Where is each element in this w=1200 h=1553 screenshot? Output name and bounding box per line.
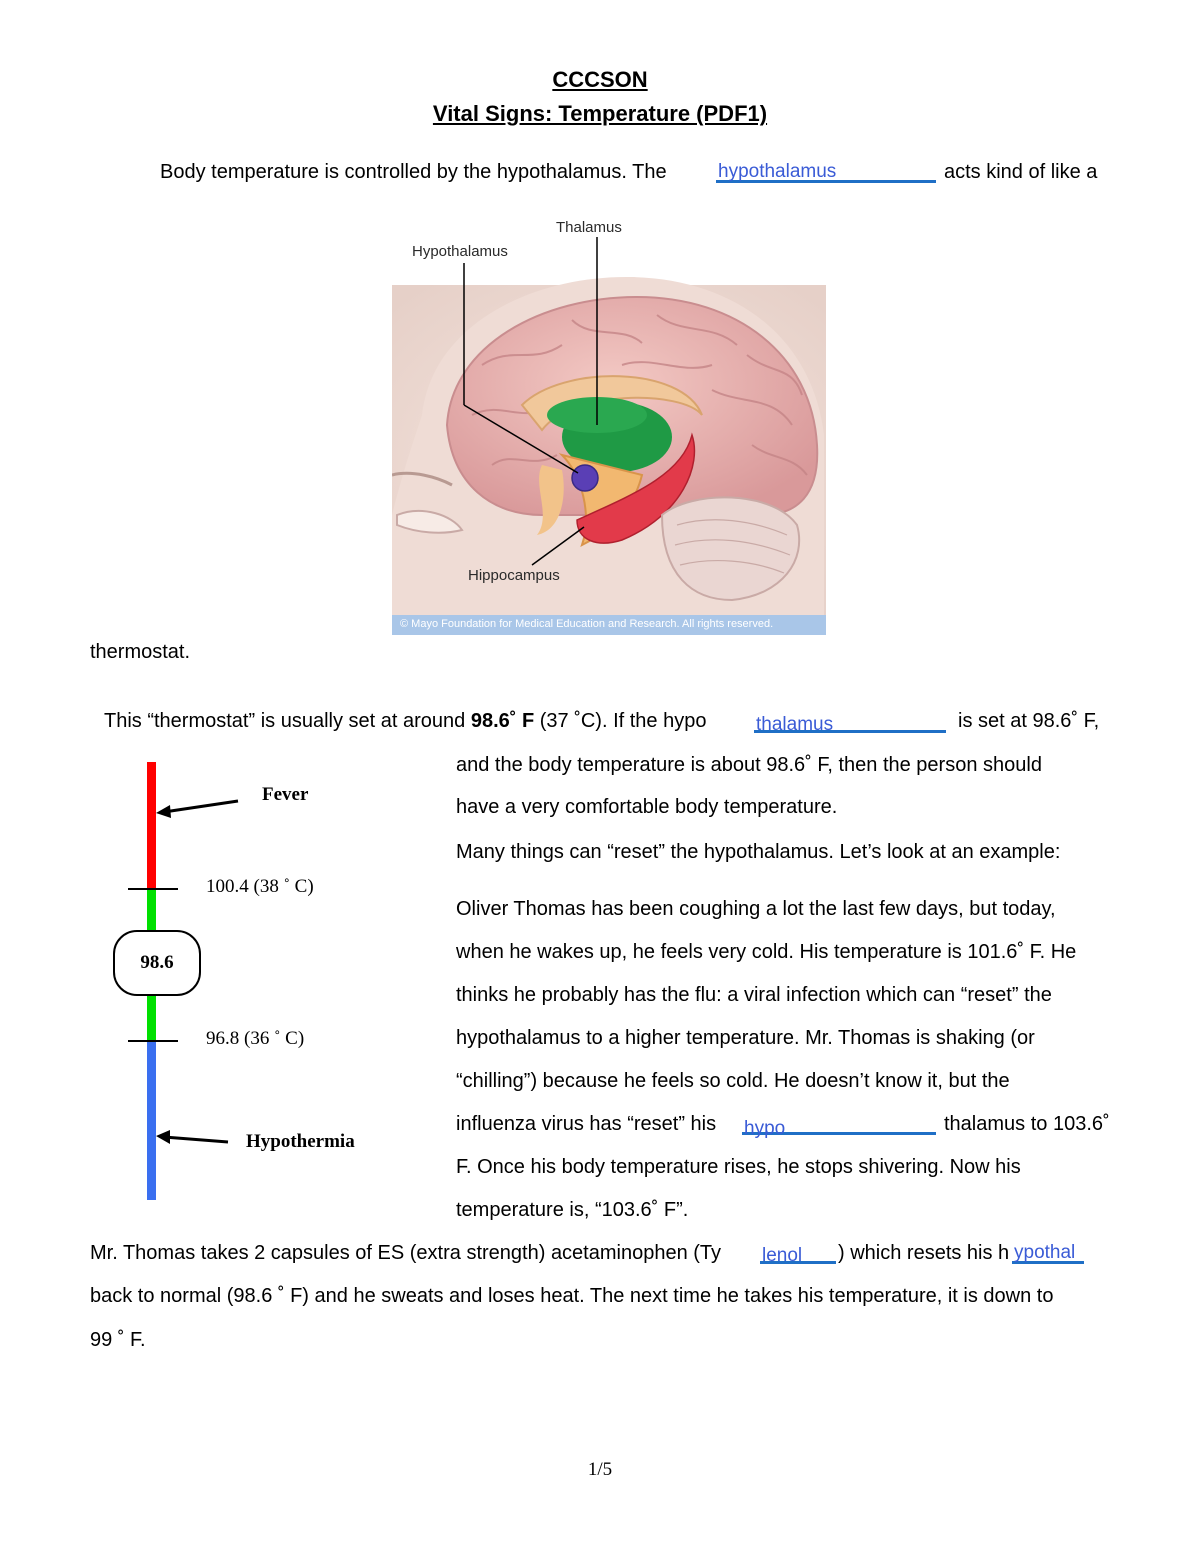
filled-answer: ypothal — [1014, 1242, 1076, 1263]
page-title: Vital Signs: Temperature (PDF1) — [432, 101, 768, 126]
para3-mid: ) which resets his h — [838, 1242, 1010, 1264]
lower-threshold-label: 96.8 (36 ˚ C) — [206, 1028, 305, 1049]
page-number: 1/5 — [587, 1459, 613, 1480]
right-line-6: thinks he probably has the flu: a viral … — [456, 984, 1052, 1006]
hypothermia-zone-bar — [147, 1040, 156, 1200]
para3-line3: 99 ˚ F. — [90, 1329, 146, 1351]
blank-hypothal[interactable]: ypothal — [1012, 1243, 1084, 1264]
filled-answer: hypothalamus — [718, 161, 837, 182]
upper-threshold-label: 100.4 (38 ˚ C) — [206, 876, 314, 897]
figure-credit: © Mayo Foundation for Medical Education … — [400, 618, 774, 630]
fever-label: Fever — [262, 784, 309, 805]
label-thalamus: Thalamus — [556, 219, 622, 236]
blank-hypo-1[interactable]: hypo — [742, 1114, 936, 1139]
label-hypothalamus: Hypothalamus — [412, 243, 508, 260]
tick-lower — [128, 1040, 178, 1042]
label-hippocampus: Hippocampus — [468, 567, 560, 584]
brain-figure: Thalamus Hypothalamus Hippocampus © Mayo… — [391, 215, 826, 635]
thermometer-diagram: Fever 100.4 (38 ˚ C) 98.6 96.8 (36 ˚ C) … — [0, 760, 440, 1200]
right-line-2: have a very comfortable body temperature… — [456, 796, 838, 818]
blank-hypothalamus-1[interactable]: hypothalamus — [716, 160, 936, 183]
right-line-5: when he wakes up, he feels very cold. Hi… — [456, 941, 1077, 963]
para2-post: is set at 98.6˚ F, — [958, 710, 1100, 732]
hypothermia-label: Hypothermia — [246, 1131, 355, 1152]
right-line-10: F. Once his body temperature rises, he s… — [456, 1156, 1021, 1178]
filled-answer: lenol — [762, 1245, 803, 1266]
right-line-3: Many things can “reset” the hypothalamus… — [456, 841, 1061, 863]
right-line-7: hypothalamus to a higher temperature. Mr… — [456, 1027, 1035, 1049]
normal-temp-value: 98.6 — [140, 952, 174, 973]
right-line-4: Oliver Thomas has been coughing a lot th… — [456, 898, 1056, 920]
para1-post: acts kind of like a — [944, 161, 1098, 183]
para1-pre: Body temperature is controlled by the hy… — [160, 161, 667, 183]
tick-upper — [128, 888, 178, 890]
hypothermia-arrow-icon — [156, 1130, 229, 1144]
filled-answer: hypo — [744, 1118, 786, 1139]
para2-pre-b: (37 ˚C). If the hypo — [534, 710, 707, 732]
right-line-11: temperature is, “103.6˚ F”. — [456, 1199, 689, 1221]
fever-zone-bar — [147, 762, 156, 890]
para2-line: This “thermostat” is usually set at arou… — [104, 709, 706, 733]
influenza-post: thalamus to 103.6˚ — [944, 1113, 1110, 1135]
filled-answer: thalamus — [756, 714, 834, 735]
para1-end: thermostat. — [90, 641, 191, 663]
para3-line2: back to normal (98.6 ˚ F) and he sweats … — [90, 1285, 1054, 1307]
influenza-pre: influenza virus has “reset” his — [456, 1113, 717, 1135]
org-name: CCCSON — [552, 67, 648, 92]
para2-bold-temp: 98.6˚ F — [470, 710, 535, 732]
para2-pre-a: This “thermostat” is usually set at arou… — [104, 710, 471, 732]
para3-pre: Mr. Thomas takes 2 capsules of ES (extra… — [90, 1242, 722, 1264]
normal-temp-badge: 98.6 — [113, 930, 201, 996]
right-line-1: and the body temperature is about 98.6˚ … — [456, 754, 1042, 776]
fever-arrow-icon — [156, 799, 239, 818]
blank-tylenol[interactable]: lenol — [760, 1243, 836, 1266]
blank-thalamus-1[interactable]: thalamus — [754, 712, 946, 735]
brain-illustration — [391, 237, 826, 635]
right-line-8: “chilling”) because he feels so cold. He… — [456, 1070, 1010, 1092]
